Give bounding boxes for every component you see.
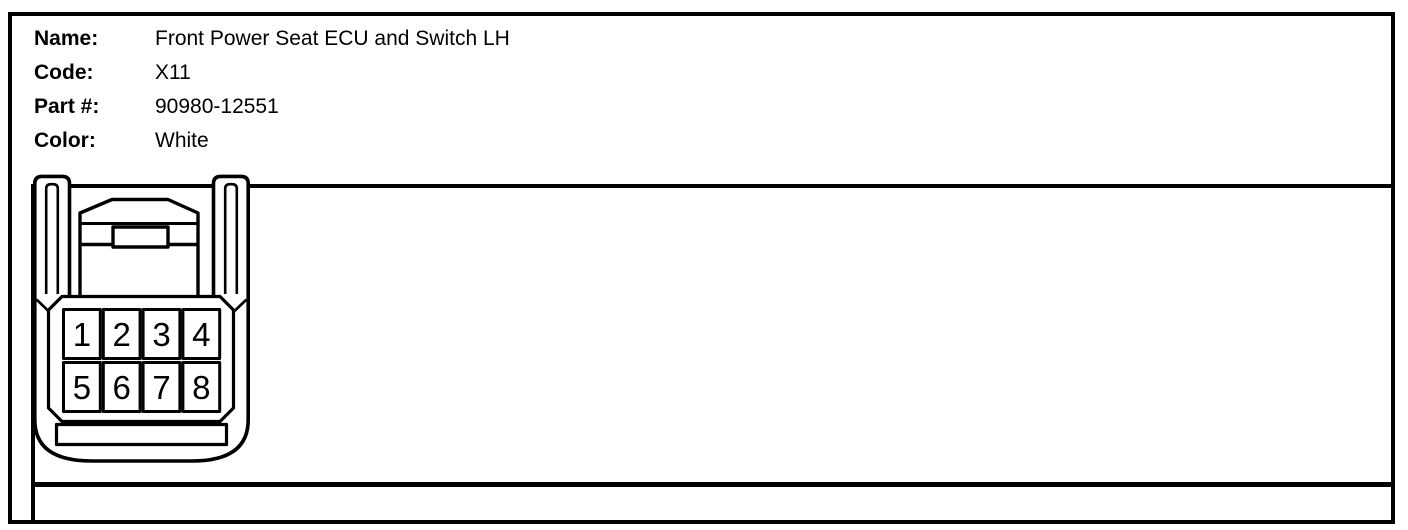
pin-number-8: 8 xyxy=(192,369,210,406)
pin-numbers: 1 2 3 4 5 6 7 8 xyxy=(73,316,211,406)
info-row-color: Color: White xyxy=(34,124,510,158)
pin-number-6: 6 xyxy=(113,369,131,406)
lock-rail-left-inner xyxy=(44,182,60,294)
latch-tab xyxy=(111,225,170,249)
pin-number-4: 4 xyxy=(192,316,210,353)
connector-face-diagram: 1 2 3 4 5 6 7 8 xyxy=(33,174,250,463)
pin-number-7: 7 xyxy=(152,369,170,406)
pin-cell-6 xyxy=(101,361,142,413)
name-value: Front Power Seat ECU and Switch LH xyxy=(155,27,510,50)
shoulder-chamfer-right xyxy=(233,298,248,313)
latch-bridge xyxy=(78,197,200,298)
lock-rail-left xyxy=(33,174,72,296)
pin-cell-5 xyxy=(62,361,102,413)
name-label: Name: xyxy=(34,27,99,50)
code-value: X11 xyxy=(155,61,191,84)
color-label: Color: xyxy=(34,129,96,152)
pin-cell-2 xyxy=(101,308,142,360)
color-value: White xyxy=(155,129,209,152)
lock-rail-right xyxy=(211,174,250,296)
wire-cover-bar xyxy=(54,422,229,447)
pin-cell-1 xyxy=(62,308,102,360)
page-frame xyxy=(8,12,1395,524)
connector-info-header: Name:Front Power Seat ECU and Switch LH … xyxy=(34,22,510,158)
info-row-part-number: Part #: 90980-12551 xyxy=(34,90,510,124)
code-label: Code: xyxy=(34,61,94,84)
info-row-name: Name: Front Power Seat ECU and Switch LH xyxy=(34,22,510,56)
panel-divider xyxy=(31,482,1391,487)
pin-cell-8 xyxy=(181,361,222,413)
pin-cell-4 xyxy=(181,308,222,360)
pin-number-5: 5 xyxy=(73,369,91,406)
info-row-code: Code: X11 xyxy=(34,56,510,90)
connector-line-art xyxy=(33,174,250,463)
lock-rail-right-inner xyxy=(223,182,239,294)
pin-cell-3 xyxy=(141,308,182,360)
pin-cell-7 xyxy=(141,361,182,413)
pin-number-1: 1 xyxy=(73,316,91,353)
part-number-value: 90980-12551 xyxy=(155,95,279,118)
pin-number-3: 3 xyxy=(152,316,170,353)
pin-number-2: 2 xyxy=(113,316,131,353)
part-number-label: Part #: xyxy=(34,95,100,118)
